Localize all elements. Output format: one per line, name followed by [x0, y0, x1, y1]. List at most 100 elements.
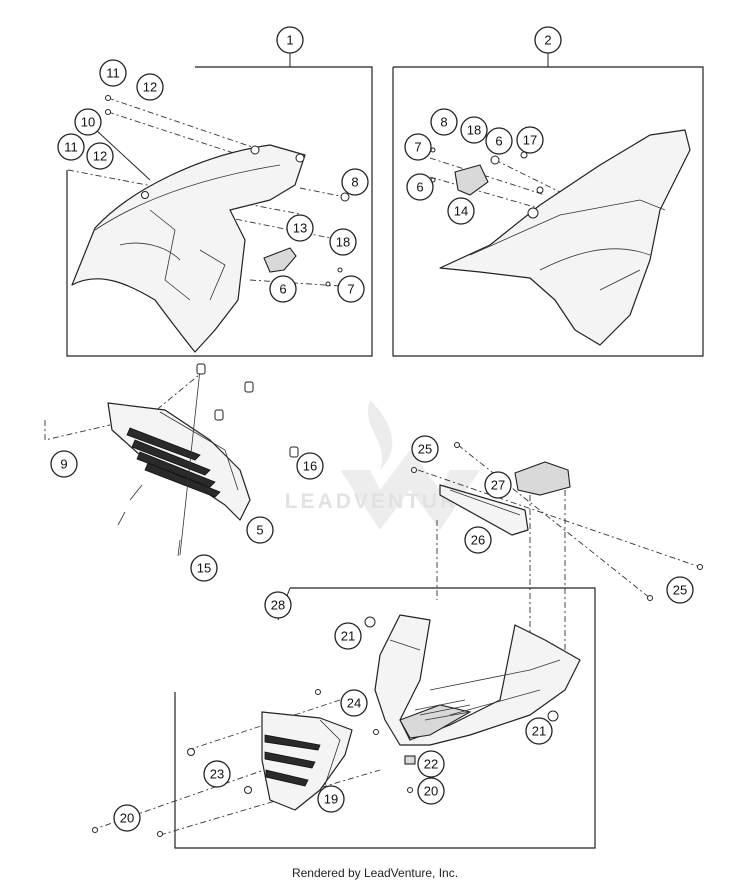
callout-part-5: 5: [246, 516, 274, 544]
callout-part-21: 21: [334, 622, 362, 650]
callout-part-11: 11: [57, 133, 85, 161]
callout-circle: [417, 750, 445, 778]
callout-circle: [329, 228, 357, 256]
callout-circle: [74, 108, 102, 136]
callout-circle: [341, 168, 369, 196]
callout-part-24: 24: [340, 689, 368, 717]
frame-group-2: [392, 66, 704, 357]
callout-part-21: 21: [525, 717, 553, 745]
callout-circle: [296, 452, 324, 480]
callout-part-22: 22: [417, 750, 445, 778]
callout-circle: [269, 275, 297, 303]
skid-plate-part-28: [374, 614, 581, 746]
callout-label: 6: [495, 134, 502, 149]
callout-circle: [430, 108, 458, 136]
callout-label: 19: [324, 792, 338, 807]
callout-label: 24: [347, 696, 361, 711]
callout-label: 18: [336, 235, 350, 250]
bolts-part-15: [117, 363, 299, 557]
callout-circle: [86, 142, 114, 170]
callout-label: 10: [81, 115, 95, 130]
callout-part-17: 17: [516, 126, 544, 154]
callout-circle: [276, 26, 304, 54]
radiator-shroud-part-5: [107, 402, 251, 521]
callout-label: 9: [60, 457, 67, 472]
callout-part-10: 10: [74, 108, 102, 136]
callout-circle: [334, 622, 362, 650]
callout-label: 22: [424, 757, 438, 772]
callout-part-6: 6: [485, 127, 513, 155]
callout-label: 5: [256, 523, 263, 538]
callout-circle: [404, 133, 432, 161]
rubber-part-21-lower: [547, 710, 559, 722]
callout-part-18: 18: [329, 228, 357, 256]
callout-part-6: 6: [406, 173, 434, 201]
callout-part-6: 6: [269, 275, 297, 303]
callout-part-25: 25: [666, 576, 694, 604]
callout-label: 14: [454, 204, 468, 219]
callout-part-15: 15: [190, 554, 218, 582]
callout-circle: [136, 73, 164, 101]
callout-circle: [113, 804, 141, 832]
watermark-text: LEADVENTURE: [284, 490, 476, 513]
callout-label: 11: [64, 140, 78, 155]
skid-plate-bracket-part-27: [514, 461, 571, 496]
lower-guard-part-19: [261, 711, 353, 811]
clip-part-22: [404, 755, 416, 765]
bracket-part-14: [454, 164, 489, 196]
callout-part-28: 28: [264, 591, 292, 619]
callout-part-8: 8: [430, 108, 458, 136]
callout-part-20: 20: [113, 804, 141, 832]
callout-part-25: 25: [411, 435, 439, 463]
callout-circle: [447, 197, 475, 225]
callout-circle: [417, 777, 445, 805]
callout-circle: [317, 785, 345, 813]
callout-label: 7: [347, 282, 354, 297]
callout-part-12: 12: [136, 73, 164, 101]
callout-part-16: 16: [296, 452, 324, 480]
callout-label: 6: [416, 180, 423, 195]
callout-label: 27: [491, 478, 505, 493]
callout-label: 21: [341, 629, 355, 644]
front-fender: [71, 144, 306, 353]
callout-part-14: 14: [447, 197, 475, 225]
footer-credit: Rendered by LeadVenture, Inc.: [291, 866, 459, 880]
callout-circle: [286, 214, 314, 242]
callout-circle: [406, 173, 434, 201]
callout-part-23: 23: [203, 760, 231, 788]
callout-label: 26: [471, 533, 485, 548]
callout-label: 21: [532, 724, 546, 739]
callout-label: 6: [279, 282, 286, 297]
callout-circle: [57, 133, 85, 161]
callout-part-1: 1: [276, 26, 304, 54]
callout-circle: [666, 576, 694, 604]
side-cover-right: [439, 129, 691, 346]
callout-circle: [525, 717, 553, 745]
callout-part-11: 11: [99, 59, 127, 87]
callout-circle: [534, 26, 562, 54]
callout-circle: [50, 450, 78, 478]
callout-circle: [246, 516, 274, 544]
callout-circle: [99, 59, 127, 87]
callout-circle: [484, 471, 512, 499]
callout-label: 20: [424, 784, 438, 799]
callout-label: 8: [440, 115, 447, 130]
frame-group-28: [174, 587, 596, 849]
callout-label: 25: [673, 583, 687, 598]
callout-label: 12: [93, 149, 107, 164]
callout-label: 20: [120, 811, 134, 826]
callout-part-19: 19: [317, 785, 345, 813]
frame-group-1: [66, 66, 373, 357]
callout-circle: [460, 116, 488, 144]
callout-label: 23: [210, 767, 224, 782]
callout-label: 17: [523, 133, 537, 148]
callout-label: 2: [544, 33, 551, 48]
callout-part-8: 8: [341, 168, 369, 196]
callout-part-13: 13: [286, 214, 314, 242]
callout-part-12: 12: [86, 142, 114, 170]
callout-label: 28: [271, 598, 285, 613]
callout-circle: [203, 760, 231, 788]
callout-label: 16: [303, 459, 317, 474]
callout-label: 13: [293, 221, 307, 236]
